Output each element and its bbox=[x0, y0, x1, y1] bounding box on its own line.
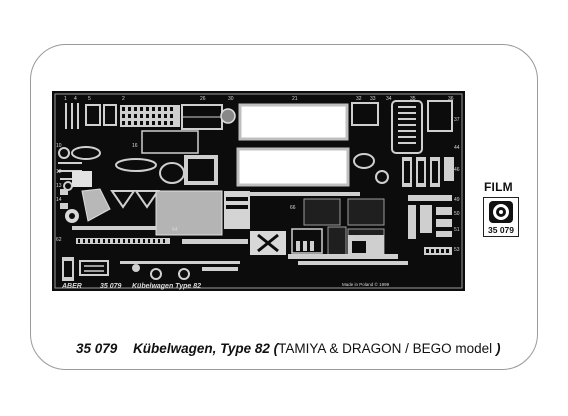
windscreen-frame-upper bbox=[238, 103, 349, 141]
svg-text:35: 35 bbox=[410, 96, 416, 102]
svg-text:66: 66 bbox=[290, 205, 296, 211]
film-code: 35 079 bbox=[488, 225, 514, 235]
windscreen-frame-lower bbox=[236, 147, 350, 187]
fret-made-in: Made in Poland © 1999 bbox=[342, 281, 390, 287]
svg-text:12: 12 bbox=[56, 169, 62, 175]
fret-brand: ABER bbox=[61, 283, 82, 290]
svg-text:49: 49 bbox=[454, 197, 460, 203]
product-caption: 35 079 Kübelwagen, Type 82 (TAMIYA & DRA… bbox=[76, 341, 500, 356]
svg-text:1: 1 bbox=[64, 96, 67, 102]
caption-models: TAMIYA & DRAGON / BEGO model bbox=[278, 341, 493, 356]
svg-text:5: 5 bbox=[88, 96, 91, 102]
svg-text:37: 37 bbox=[454, 117, 460, 123]
svg-text:64: 64 bbox=[172, 227, 178, 233]
svg-text:53: 53 bbox=[454, 247, 460, 253]
caption-close-paren: ) bbox=[495, 341, 501, 356]
svg-text:34: 34 bbox=[386, 96, 392, 102]
svg-text:50: 50 bbox=[454, 211, 460, 217]
caption-open-paren: ( bbox=[273, 341, 279, 356]
fret-code: 35 079 bbox=[100, 283, 122, 290]
film-label: FILM bbox=[484, 180, 513, 194]
svg-text:70: 70 bbox=[348, 237, 354, 243]
svg-text:33: 33 bbox=[370, 96, 376, 102]
svg-text:46: 46 bbox=[454, 167, 460, 173]
svg-text:36: 36 bbox=[448, 96, 454, 102]
fret-name: Kübelwagen Type 82 bbox=[132, 283, 201, 290]
svg-text:4: 4 bbox=[74, 96, 77, 102]
caption-title: Kübelwagen, Type 82 bbox=[133, 341, 270, 356]
caption-number: 35 079 bbox=[76, 341, 118, 356]
svg-text:21: 21 bbox=[292, 96, 298, 102]
svg-text:30: 30 bbox=[228, 96, 234, 102]
svg-text:14: 14 bbox=[56, 197, 62, 203]
svg-text:62: 62 bbox=[56, 237, 62, 243]
svg-text:44: 44 bbox=[454, 145, 460, 151]
svg-text:26: 26 bbox=[200, 96, 206, 102]
svg-text:2: 2 bbox=[122, 96, 125, 102]
svg-text:51: 51 bbox=[454, 227, 460, 233]
film-sheet: 35 079 bbox=[483, 197, 519, 237]
svg-text:32: 32 bbox=[356, 96, 362, 102]
svg-text:13: 13 bbox=[56, 183, 62, 189]
svg-text:10: 10 bbox=[56, 143, 62, 149]
svg-text:16: 16 bbox=[132, 143, 138, 149]
